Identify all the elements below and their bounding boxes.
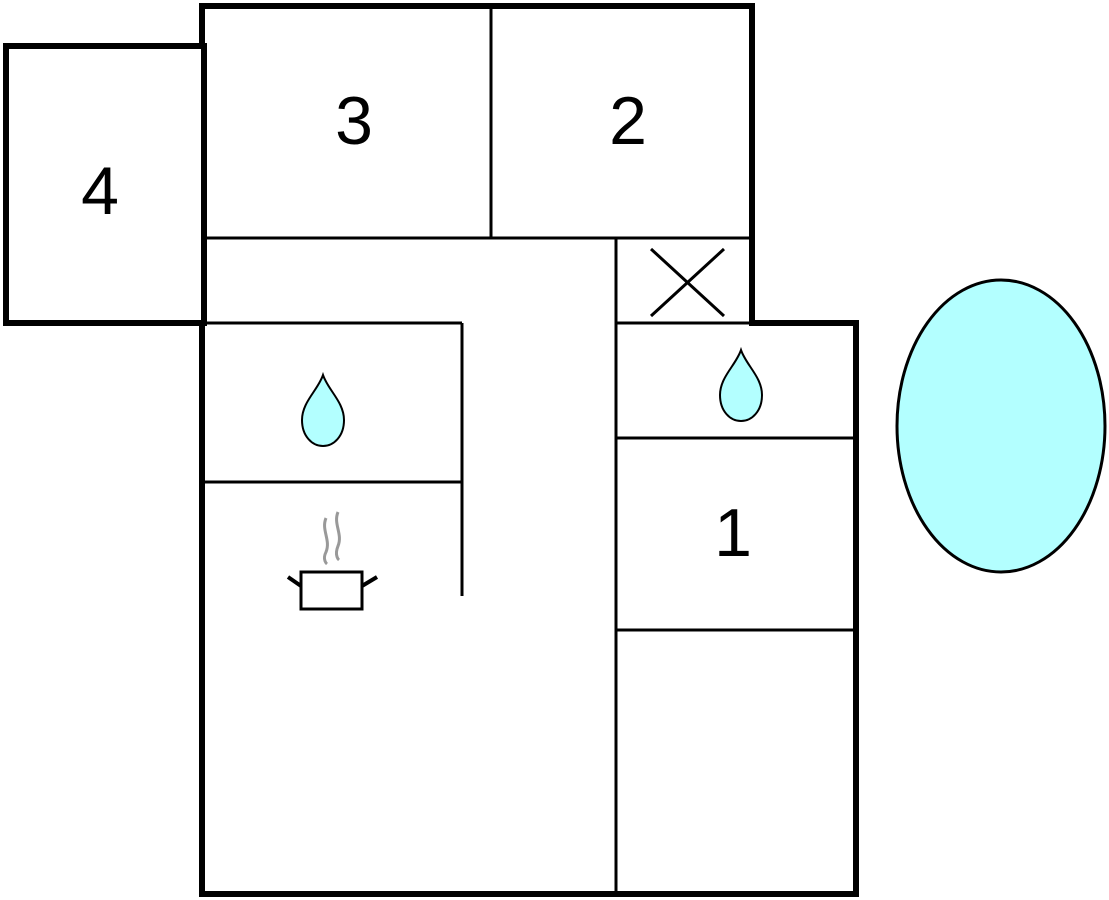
cross-icon xyxy=(649,247,726,318)
pool-icon xyxy=(895,278,1107,574)
main-outline xyxy=(199,3,859,897)
interior-walls xyxy=(202,6,856,894)
water-drop-icon xyxy=(300,371,346,448)
room-4-outline xyxy=(3,43,207,326)
room-label-3: 3 xyxy=(335,83,373,159)
cooking-pot-icon xyxy=(286,511,379,611)
room-label-4: 4 xyxy=(81,153,119,229)
exterior-walls xyxy=(3,3,859,897)
water-drop-icon xyxy=(718,346,764,423)
room-label-2: 2 xyxy=(609,83,647,159)
room-label-1: 1 xyxy=(714,495,752,571)
